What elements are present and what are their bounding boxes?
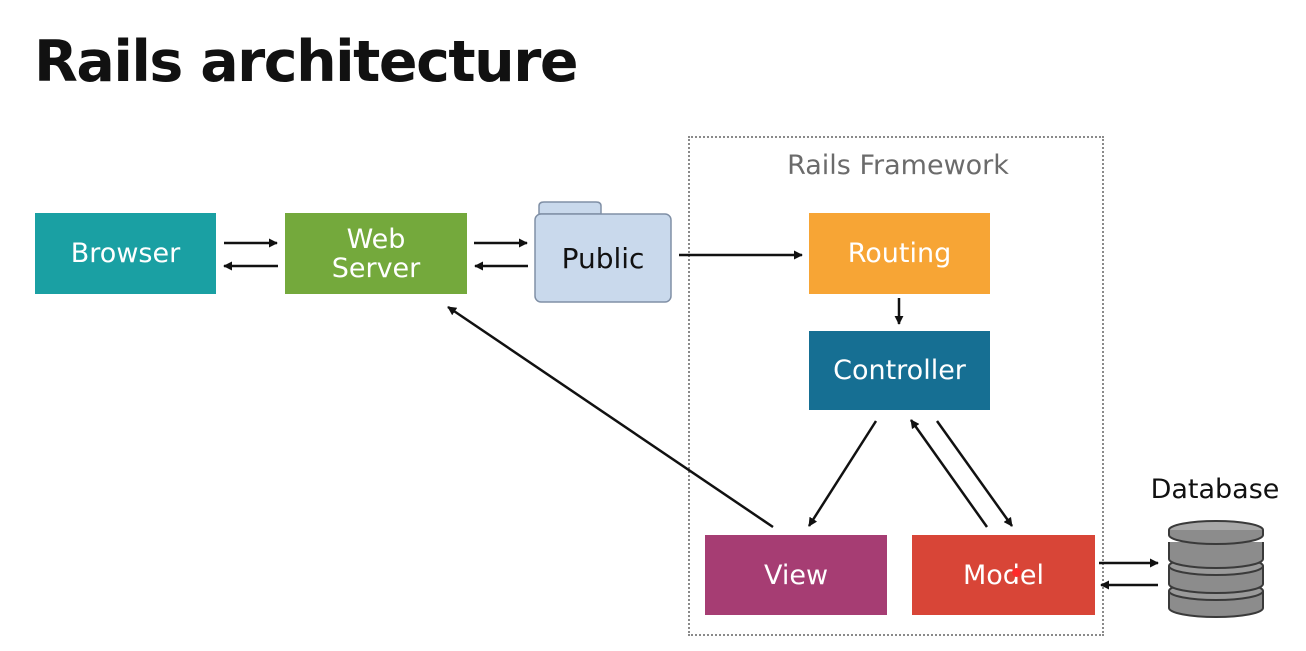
public-label: Public [561, 241, 645, 275]
controller-label: Controller [833, 355, 966, 386]
web-server-label-line1: Web [346, 223, 406, 255]
rails-framework-label: Rails Framework [787, 150, 1009, 181]
page-title: Rails architecture [34, 29, 578, 95]
arrow-model-to-controller [909, 419, 989, 528]
database-icon [1168, 520, 1264, 618]
arrow-controller-to-model [935, 420, 1014, 527]
web-server-node: Web Server [285, 213, 467, 294]
routing-node: Routing [809, 213, 990, 294]
model-node: Model [912, 535, 1095, 615]
rails-framework-boundary [688, 136, 1104, 636]
browser-node: Browser [35, 213, 216, 294]
arrow-controller-to-view [807, 420, 878, 527]
view-label: View [763, 559, 829, 591]
controller-node: Controller [809, 331, 990, 410]
routing-label: Routing [847, 238, 952, 269]
cursor-dot [1012, 568, 1021, 577]
view-node: View [705, 535, 887, 615]
browser-label: Browser [70, 238, 181, 269]
arrow-view-to-webserver [447, 305, 774, 529]
model-label: Model [962, 559, 1045, 591]
web-server-label-line2: Server [331, 252, 421, 284]
database-label: Database [1150, 474, 1280, 505]
folder-icon [534, 201, 672, 303]
